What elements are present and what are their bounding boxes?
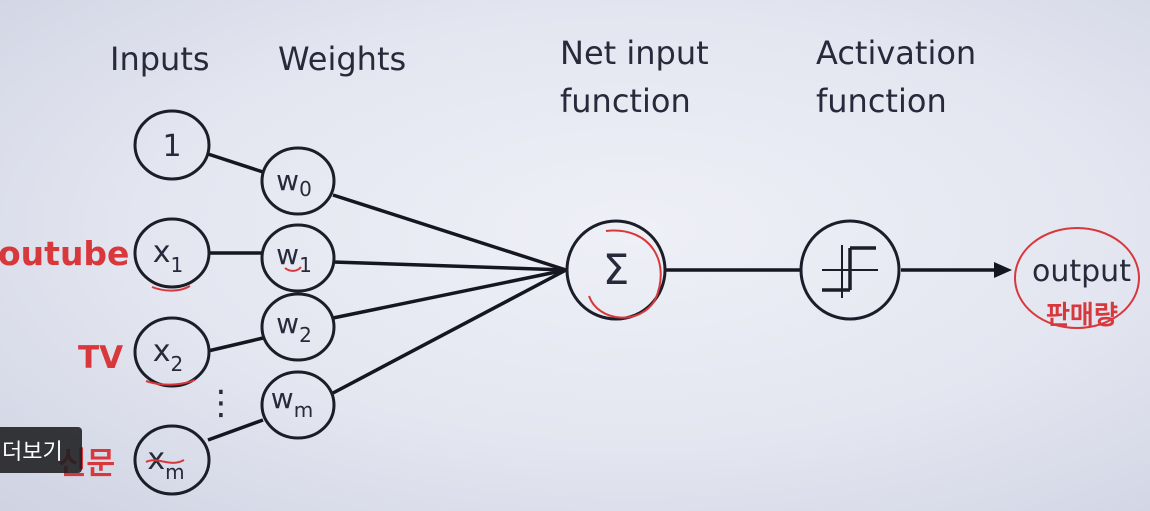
strike-xm xyxy=(145,459,185,464)
wire-bias-w0 xyxy=(207,152,264,174)
sum-annotation-scribble xyxy=(588,229,662,319)
output-annotation-circle xyxy=(1014,227,1140,329)
header-net-input-1: Net input xyxy=(560,34,709,72)
output-label: output xyxy=(1032,254,1131,289)
wire-x2-w2 xyxy=(207,336,264,353)
weight-node-w2: w2 xyxy=(260,292,336,362)
svg-text:wm: wm xyxy=(271,382,313,422)
activation-node xyxy=(799,219,901,321)
ellipsis-vertical: ⋮ xyxy=(204,383,238,423)
header-net-input-2: function xyxy=(560,82,691,120)
header-weights: Weights xyxy=(278,40,406,78)
wire-w1-sum xyxy=(332,260,567,272)
svg-text:w2: w2 xyxy=(276,307,312,347)
weight-node-w0: w0 xyxy=(260,146,336,216)
svg-text:x2: x2 xyxy=(153,334,184,376)
wire-wm-sum xyxy=(332,268,567,395)
tick-w1 xyxy=(284,266,302,272)
input-node-xm: xm xyxy=(133,424,211,496)
svg-text:w1: w1 xyxy=(276,238,312,277)
weight-node-wm: wm xyxy=(260,370,336,440)
wire-w2-sum xyxy=(332,268,567,320)
svg-text:w0: w0 xyxy=(276,164,312,201)
underline-x1 xyxy=(151,285,191,292)
annotation-youtube: outube xyxy=(0,234,129,273)
sigma-icon: Σ xyxy=(603,245,630,294)
svg-text:x1: x1 xyxy=(153,235,184,277)
input-node-x2: x2 xyxy=(133,316,211,388)
annotation-sales: 판매량 xyxy=(1046,301,1118,331)
svg-text:1: 1 xyxy=(162,129,181,164)
step-function-icon xyxy=(822,245,878,298)
header-activation-1: Activation xyxy=(816,34,976,72)
wire-w0-sum xyxy=(332,193,567,272)
sum-node: Σ xyxy=(565,219,667,321)
header-inputs: Inputs xyxy=(110,40,210,78)
more-button[interactable]: 더보기 xyxy=(0,427,82,473)
input-node-bias: 1 xyxy=(133,109,211,181)
weight-node-w1: w1 xyxy=(260,223,336,293)
input-node-x1: x1 xyxy=(133,217,211,289)
annotation-tv: TV xyxy=(78,340,123,376)
wire-xm-wm xyxy=(207,418,264,442)
arrow-head-icon xyxy=(994,262,1012,278)
header-activation-2: function xyxy=(816,82,947,120)
underline-x2 xyxy=(145,379,196,386)
